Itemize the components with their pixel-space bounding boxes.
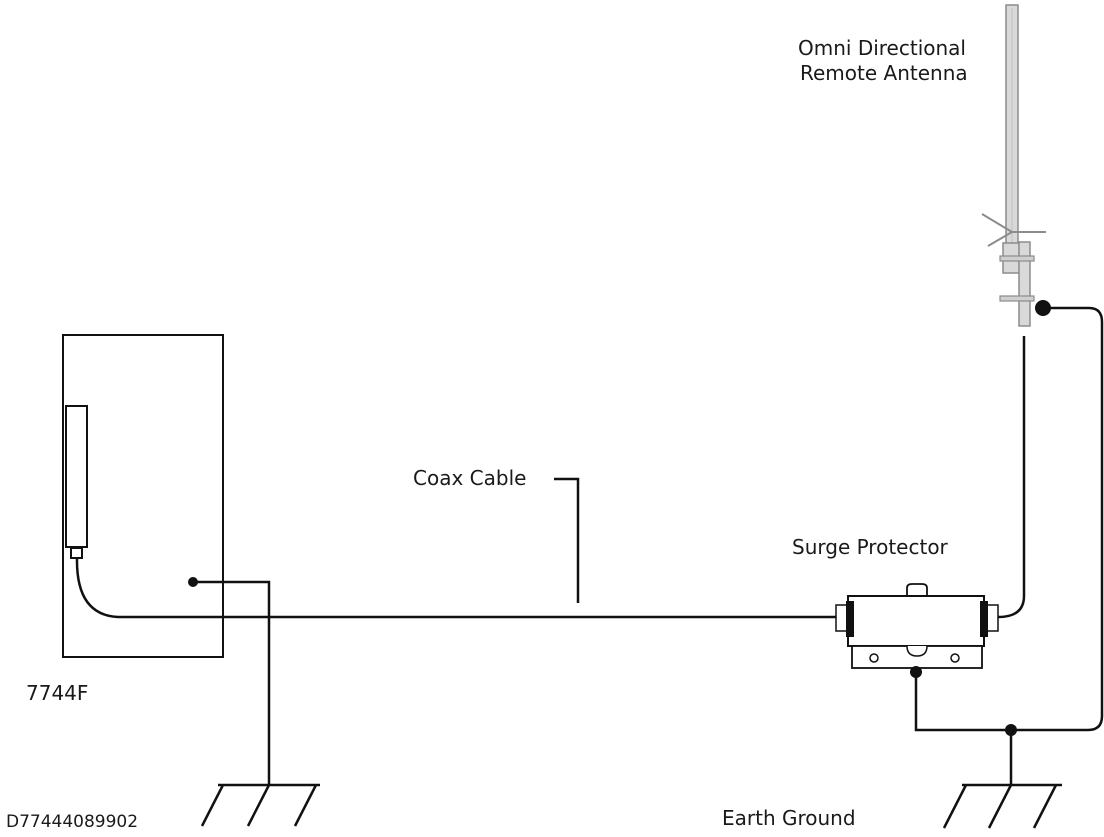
surge-protector-label: Surge Protector xyxy=(792,535,948,559)
antenna-ground-wire xyxy=(1011,306,1104,732)
earth-ground-symbol-right xyxy=(942,783,1062,829)
antenna-radial xyxy=(981,213,1013,233)
mount-hole xyxy=(869,653,879,663)
antenna-label-line2: Remote Antenna xyxy=(800,61,968,85)
mounting-pipe xyxy=(1018,241,1031,327)
coax-cable-label: Coax Cable xyxy=(413,466,527,490)
mount-hole xyxy=(950,653,960,663)
antenna-radial xyxy=(987,231,1013,247)
surge-to-antenna-coax xyxy=(997,336,1026,619)
earth-ground-label: Earth Ground xyxy=(722,806,856,830)
panel-model-label: 7744F xyxy=(26,681,89,705)
mounting-clamp xyxy=(999,255,1035,262)
surge-protector-body xyxy=(847,595,985,647)
coax-callout-leader xyxy=(554,477,580,603)
mounting-clamp xyxy=(999,295,1035,302)
panel-7744f xyxy=(62,334,224,658)
surge-port-right xyxy=(980,601,988,637)
omni-antenna xyxy=(981,4,1051,327)
earth-ground-symbol-left xyxy=(200,783,320,827)
surge-protector-bottom-tab xyxy=(906,645,928,657)
antenna-label-line1: Omni Directional xyxy=(798,36,966,60)
surge-ground-wire xyxy=(914,672,1013,785)
surge-port-left xyxy=(846,601,854,637)
panel-ground-wire xyxy=(193,580,271,785)
drawing-reference-number: D77444089902 xyxy=(6,812,139,832)
panel-coax-connector xyxy=(70,547,83,559)
surge-protector-top-tab xyxy=(906,583,928,596)
coax-cable xyxy=(75,557,836,619)
panel-antenna-module xyxy=(65,405,88,548)
ground-junction xyxy=(1005,724,1017,736)
surge-protector xyxy=(835,583,999,678)
